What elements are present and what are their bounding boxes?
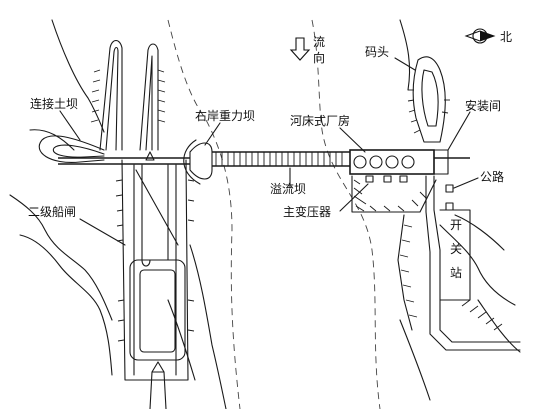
shiplock-chamber bbox=[129, 259, 186, 361]
label-switchyard-1: 开 bbox=[450, 218, 462, 232]
turbine-unit-2 bbox=[369, 155, 383, 169]
contour-right-3 bbox=[454, 214, 505, 251]
contour-mid-1 bbox=[189, 244, 227, 409]
tailrace-left bbox=[351, 175, 437, 213]
north-arrow-icon bbox=[464, 28, 496, 44]
label-flow-1: 流 bbox=[313, 35, 325, 49]
map-labels: 北 流 向 码头 连接土坝 右岸重力坝 河床式厂房 安装间 公路 溢流坝 二级船… bbox=[28, 30, 512, 280]
approach-channel-2-outer bbox=[139, 43, 159, 151]
switchyard-boundary bbox=[439, 209, 471, 301]
main-dam bbox=[183, 139, 470, 211]
turbine-unit-4 bbox=[401, 155, 415, 169]
label-switchyard-2: 关 bbox=[450, 242, 462, 256]
contour-left-2 bbox=[19, 234, 113, 376]
channel-hatching bbox=[90, 69, 166, 123]
small-building-2 bbox=[445, 202, 454, 211]
contour-right-5 bbox=[399, 319, 431, 401]
transformer-block-3 bbox=[399, 175, 408, 183]
terrain-contours bbox=[9, 19, 521, 409]
river-bank-left bbox=[167, 19, 241, 409]
label-north: 北 bbox=[500, 30, 512, 44]
label-installation-bay: 安装间 bbox=[465, 98, 501, 113]
label-right-bank-gravity-dam: 右岸重力坝 bbox=[195, 108, 255, 123]
contour-right-2 bbox=[439, 224, 516, 306]
tailrace-hatching bbox=[353, 179, 427, 212]
contour-mid-2 bbox=[167, 299, 196, 381]
shiplock-exit-1 bbox=[149, 371, 153, 409]
contour-right-4 bbox=[477, 299, 521, 353]
turbine-unit-3 bbox=[385, 155, 399, 169]
road-inner bbox=[425, 175, 521, 351]
label-second-stage-shiplock: 二级船闸 bbox=[28, 205, 76, 219]
shiplock-outer bbox=[121, 159, 189, 381]
approach-channel-outer bbox=[99, 39, 123, 151]
contour-left-3 bbox=[29, 129, 75, 151]
contour-left-4 bbox=[51, 19, 105, 133]
label-main-transformer: 主变压器 bbox=[283, 204, 331, 219]
wharf-hatching bbox=[407, 89, 450, 134]
spillway-piers bbox=[215, 152, 343, 166]
hill-hatching-right bbox=[461, 299, 503, 331]
powerhouse-block bbox=[349, 149, 435, 175]
label-riverbed-powerhouse: 河床式厂房 bbox=[290, 113, 350, 128]
label-switchyard-3: 站 bbox=[450, 266, 462, 280]
turbine-unit-1 bbox=[353, 155, 367, 169]
gravity-dam-head bbox=[189, 142, 213, 180]
left-bank-structures bbox=[38, 39, 195, 409]
shiplock-hatching bbox=[115, 179, 195, 342]
leader-lines bbox=[59, 57, 479, 246]
gravity-dam-arc bbox=[183, 139, 201, 185]
shiplock-exit-2 bbox=[163, 371, 167, 409]
road-main bbox=[433, 175, 521, 343]
transformer-block-2 bbox=[383, 175, 392, 183]
wharf-outer bbox=[412, 56, 446, 143]
earth-dam-loop-inner bbox=[52, 144, 105, 158]
label-flow-2: 向 bbox=[313, 50, 325, 65]
label-connecting-earth-dam: 连接土坝 bbox=[30, 96, 78, 111]
small-building bbox=[445, 184, 454, 193]
contour-right-1 bbox=[399, 19, 411, 91]
shiplock-gate-lower bbox=[151, 361, 165, 373]
transformer-block-1 bbox=[365, 175, 374, 183]
bank-slope-hatching bbox=[399, 224, 418, 318]
bank-slope bbox=[397, 214, 413, 331]
approach-channel-inner bbox=[105, 46, 119, 151]
label-road: 公路 bbox=[480, 169, 504, 184]
earth-dam-loop-outer bbox=[38, 135, 105, 163]
label-wharf: 码头 bbox=[365, 45, 389, 59]
shiplock-wall-left bbox=[141, 164, 151, 267]
wharf-inner bbox=[421, 69, 439, 127]
installation-bay-block bbox=[433, 149, 449, 175]
label-spillway-dam: 溢流坝 bbox=[270, 182, 306, 196]
approach-channel-2-inner bbox=[145, 55, 153, 151]
lock-diagonal bbox=[135, 169, 179, 246]
contour-left-1 bbox=[9, 194, 113, 321]
shiplock-gate-upper bbox=[145, 151, 155, 161]
flow-direction-arrow-icon bbox=[289, 37, 311, 61]
shiplock-chamber-inner bbox=[139, 269, 176, 353]
tailrace-area bbox=[351, 56, 521, 351]
